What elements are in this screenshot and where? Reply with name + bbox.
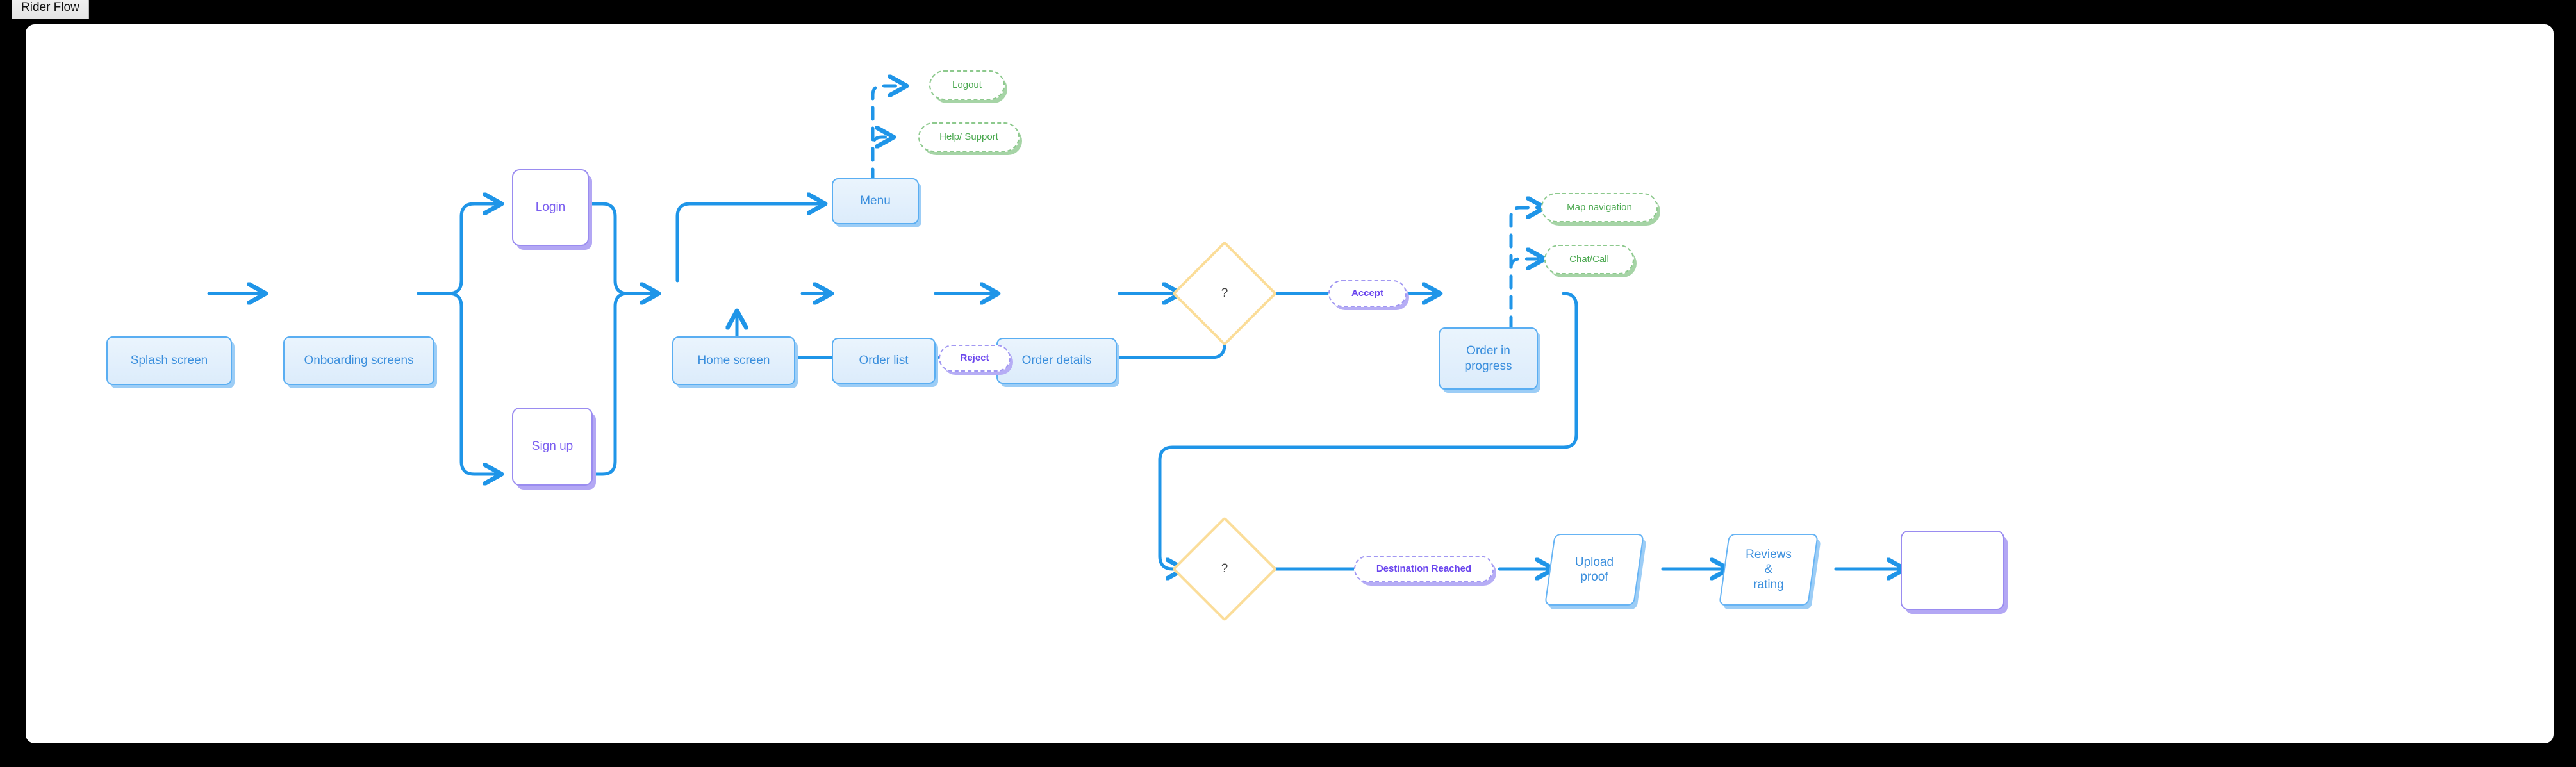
edge-menu-help bbox=[871, 137, 892, 203]
node-upload-proof[interactable]: Upload proof bbox=[1544, 534, 1644, 606]
node-decision-destination[interactable]: ? bbox=[1171, 516, 1278, 622]
node-menu[interactable]: Menu bbox=[832, 178, 919, 224]
node-label: Upload proof bbox=[1574, 555, 1614, 584]
node-order-list[interactable]: Order list bbox=[832, 338, 936, 384]
edge-menu-logout bbox=[871, 86, 905, 203]
node-order-details[interactable]: Order details bbox=[996, 338, 1117, 384]
node-login[interactable]: Login bbox=[512, 169, 589, 246]
node-home-screen[interactable]: Home screen bbox=[672, 336, 795, 385]
node-label: Help/ Support bbox=[939, 131, 998, 142]
node-map-navigation[interactable]: Map navigation bbox=[1541, 193, 1658, 222]
node-label: Menu bbox=[860, 194, 891, 208]
edge-home-menu bbox=[675, 204, 823, 283]
tab-bar: Rider Flow bbox=[0, 0, 2576, 26]
edge-signup-home bbox=[586, 292, 659, 476]
diagram-canvas[interactable]: Splash screen Onboarding screens Login S… bbox=[26, 24, 2554, 743]
node-decision-accept-reject[interactable]: ? bbox=[1171, 240, 1278, 347]
node-label: Login bbox=[535, 201, 566, 215]
edge-login-home bbox=[584, 202, 657, 293]
node-reviews-rating[interactable]: Reviews & rating bbox=[1719, 534, 1819, 606]
edge-inprogress-mapnav bbox=[1509, 208, 1543, 331]
edge-inprogress-chatcall bbox=[1509, 259, 1543, 331]
node-label: Accept bbox=[1351, 287, 1384, 299]
node-order-completed[interactable] bbox=[1901, 531, 2004, 610]
node-label: ? bbox=[1221, 562, 1228, 576]
node-accept[interactable]: Accept bbox=[1328, 280, 1407, 307]
node-label: Order in progress bbox=[1464, 344, 1512, 373]
node-label: Reviews & rating bbox=[1746, 548, 1792, 591]
node-label: Splash screen bbox=[130, 354, 208, 368]
node-splash-screen[interactable]: Splash screen bbox=[106, 336, 232, 385]
edge-onboarding-signup bbox=[417, 292, 500, 474]
node-onboarding-screens[interactable]: Onboarding screens bbox=[283, 336, 434, 385]
node-logout[interactable]: Logout bbox=[929, 70, 1005, 100]
node-label: Sign up bbox=[531, 440, 574, 454]
node-label: Reject bbox=[960, 352, 989, 363]
node-label: Logout bbox=[952, 79, 982, 90]
node-label: Home screen bbox=[697, 354, 770, 368]
node-label: Order list bbox=[859, 354, 909, 368]
node-chat-call[interactable]: Chat/Call bbox=[1544, 245, 1634, 274]
node-label: Order details bbox=[1021, 354, 1092, 368]
tab-rider-flow[interactable]: Rider Flow bbox=[12, 0, 89, 19]
node-label: Onboarding screens bbox=[304, 354, 414, 368]
edge-inprogress-decision2 bbox=[1158, 292, 1578, 569]
tab-label: Rider Flow bbox=[21, 1, 79, 14]
node-destination-reached[interactable]: Destination Reached bbox=[1354, 556, 1494, 582]
node-sign-up[interactable]: Sign up bbox=[512, 408, 593, 486]
node-help-support[interactable]: Help/ Support bbox=[918, 122, 1020, 152]
node-order-in-progress[interactable]: Order in progress bbox=[1439, 327, 1538, 390]
node-label: ? bbox=[1221, 286, 1228, 301]
node-label: Chat/Call bbox=[1569, 253, 1609, 265]
node-label: Destination Reached bbox=[1376, 563, 1472, 574]
node-label: Map navigation bbox=[1567, 201, 1632, 213]
node-reject[interactable]: Reject bbox=[939, 345, 1011, 372]
edge-onboarding-login bbox=[417, 204, 500, 295]
